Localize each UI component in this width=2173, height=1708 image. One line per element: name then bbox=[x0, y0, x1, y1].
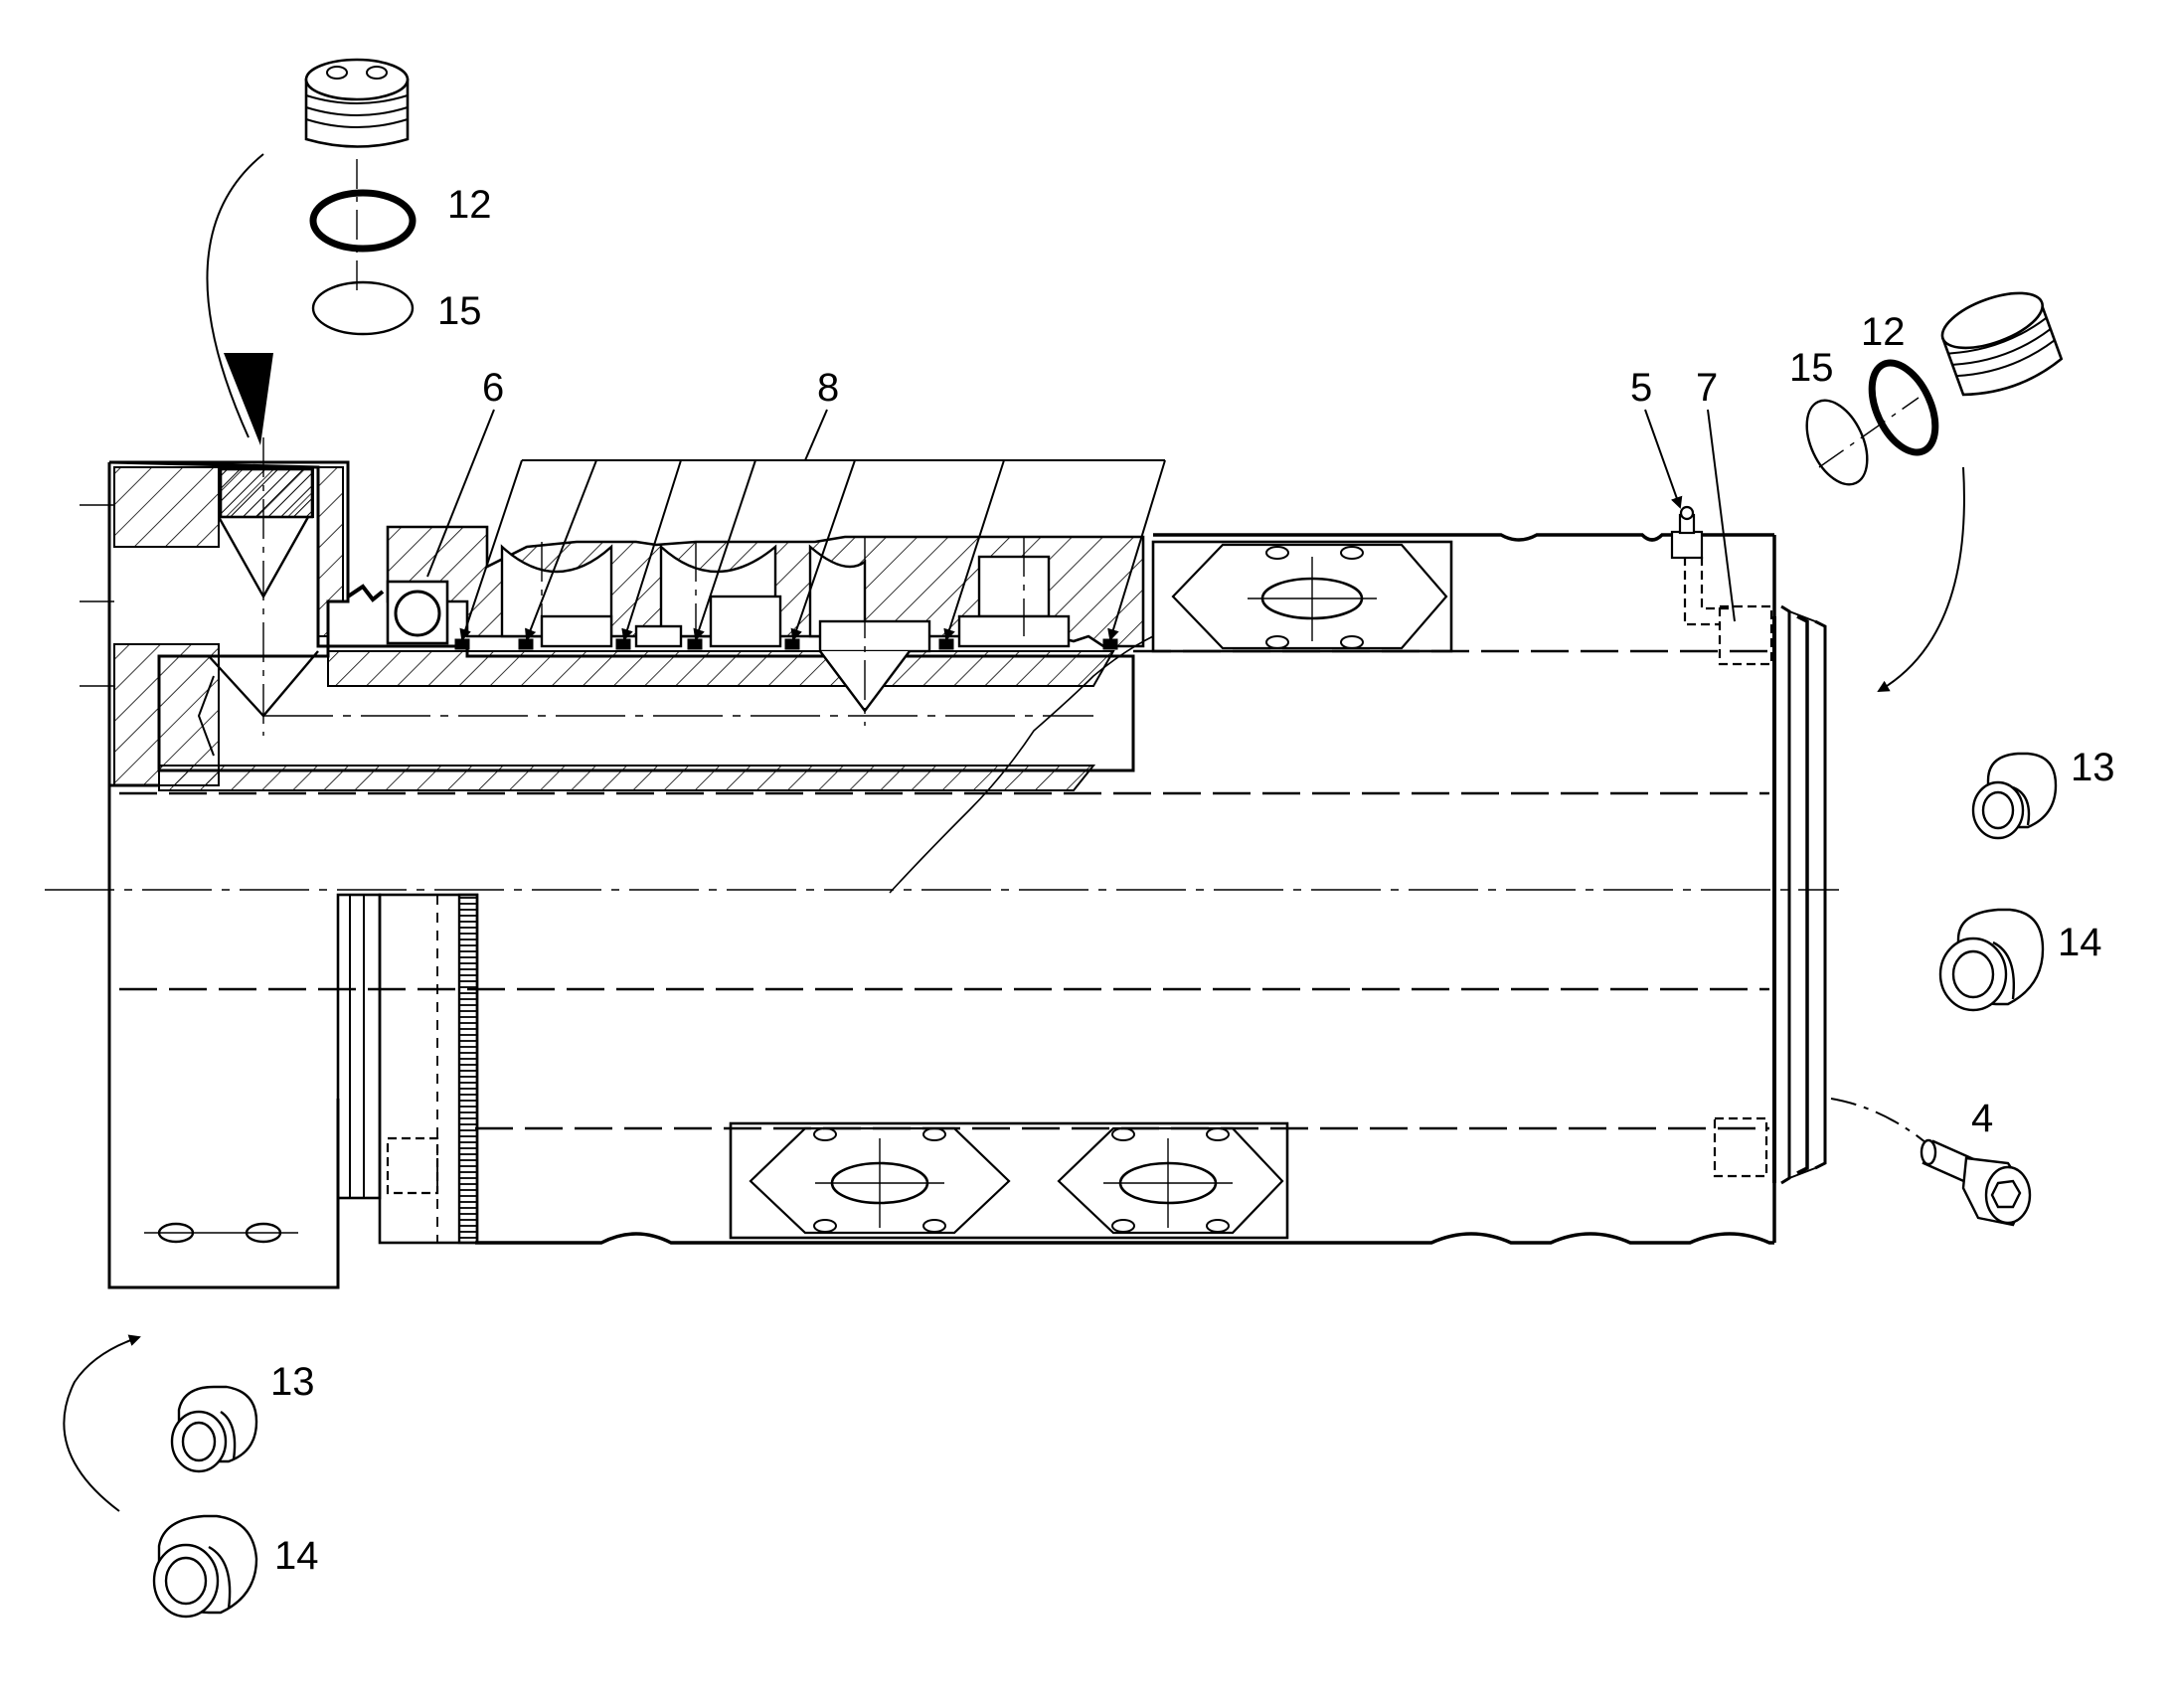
label-5: 5 bbox=[1630, 366, 1653, 410]
grease-nipple bbox=[1670, 505, 1704, 560]
label-6: 6 bbox=[482, 366, 505, 410]
seal-housing bbox=[346, 525, 1145, 726]
label-15-right: 15 bbox=[1789, 346, 1834, 390]
cap-screw-4 bbox=[1920, 1138, 2032, 1227]
lower-clamp-plate bbox=[729, 1121, 1289, 1240]
right-flange bbox=[1683, 557, 1827, 1185]
top-plug-assembly bbox=[304, 58, 417, 336]
left-flange bbox=[80, 437, 1135, 1289]
plug-14-bottom bbox=[152, 1514, 258, 1619]
label-4: 4 bbox=[1971, 1097, 1994, 1140]
right-plug-assembly bbox=[1805, 291, 2064, 486]
label-15-top: 15 bbox=[437, 289, 482, 333]
plug-13-bottom bbox=[170, 1385, 258, 1473]
plug-14-right bbox=[1938, 908, 2045, 1012]
label-14-right: 14 bbox=[2058, 921, 2102, 964]
assembly-arrows bbox=[63, 153, 1965, 1512]
label-8: 8 bbox=[817, 366, 840, 410]
leader-lines bbox=[426, 409, 1939, 1154]
label-13-right: 13 bbox=[2071, 746, 2115, 789]
label-7: 7 bbox=[1696, 366, 1719, 410]
label-12-right: 12 bbox=[1861, 310, 1906, 354]
label-13-bottom: 13 bbox=[270, 1360, 315, 1404]
knurled-ring bbox=[336, 893, 479, 1245]
upper-clamp-plate bbox=[1151, 540, 1453, 653]
label-12-top: 12 bbox=[447, 183, 492, 227]
plug-13-right bbox=[1971, 752, 2058, 840]
label-14-bottom: 14 bbox=[274, 1534, 319, 1578]
